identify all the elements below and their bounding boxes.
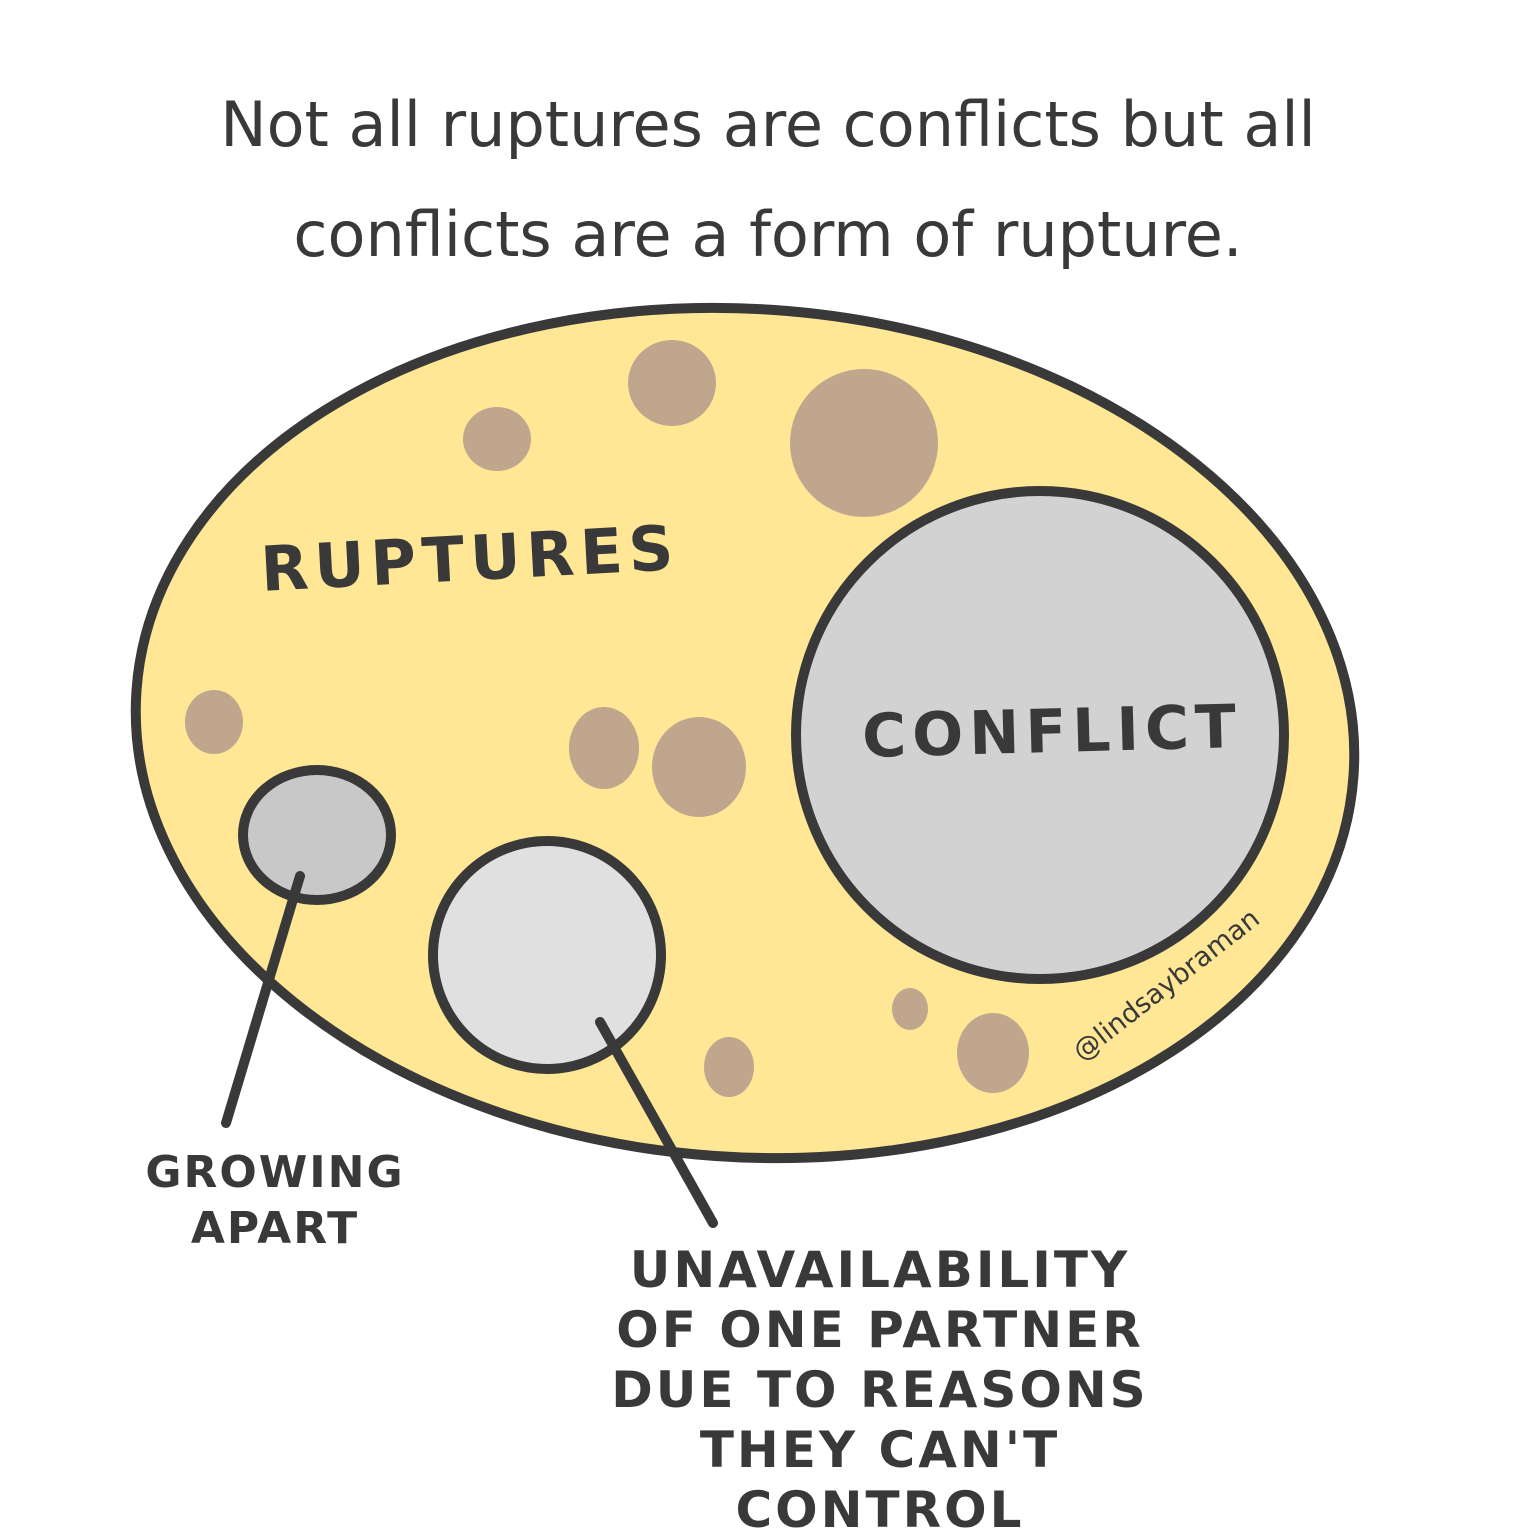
- growing-apart-label: GROWING APART: [120, 1145, 430, 1257]
- rupture-dot: [892, 988, 928, 1030]
- rupture-dot: [957, 1013, 1029, 1093]
- growing-apart-set: [238, 765, 396, 905]
- unavailability-label: UNAVAILABILITY OF ONE PARTNER DUE TO REA…: [560, 1240, 1200, 1540]
- conflict-label: CONFLICT: [861, 692, 1242, 772]
- title-line-2: conflicts are a form of rupture.: [293, 198, 1243, 271]
- unavailability-line-1: UNAVAILABILITY: [629, 1241, 1131, 1299]
- rupture-dot: [628, 340, 716, 426]
- rupture-dot: [790, 369, 938, 517]
- unavailability-set: [428, 836, 666, 1074]
- minor-rupture-dots: [185, 340, 1029, 1097]
- title-line-1: Not all ruptures are conflicts but all: [220, 88, 1316, 161]
- conflict-set: [791, 486, 1289, 984]
- unavailability-line-2: OF ONE PARTNER: [616, 1301, 1144, 1359]
- rupture-dot: [704, 1037, 754, 1097]
- diagram-title: Not all ruptures are conflicts but all c…: [0, 70, 1536, 290]
- rupture-dot: [569, 707, 639, 789]
- unavailability-line-4: THEY CAN'T CONTROL: [699, 1421, 1061, 1539]
- rupture-dot: [652, 717, 746, 817]
- unavailability-pointer: [595, 1017, 718, 1228]
- rupture-dot: [463, 407, 531, 471]
- growing-apart-line-2: APART: [190, 1203, 360, 1254]
- growing-apart-line-1: GROWING: [145, 1147, 405, 1198]
- unavailability-line-3: DUE TO REASONS: [611, 1361, 1149, 1419]
- growing-apart-pointer: [221, 871, 305, 1128]
- rupture-dot: [185, 690, 243, 754]
